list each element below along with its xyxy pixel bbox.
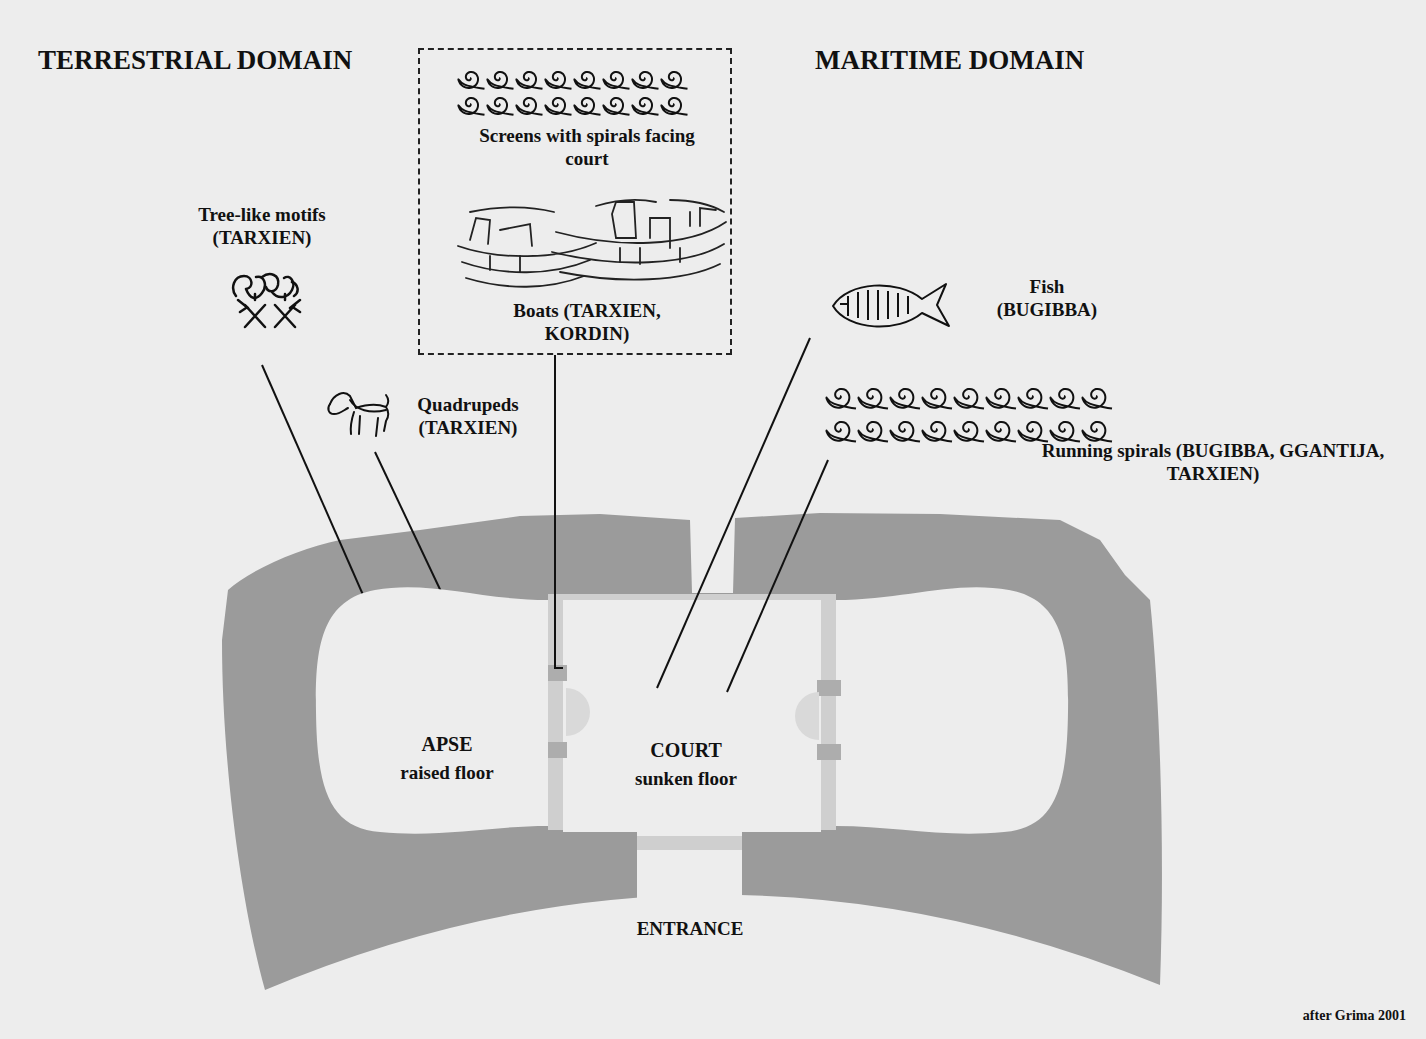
- fish-figure: [833, 284, 949, 327]
- spiral-stroke: [574, 98, 600, 115]
- spiral-stroke: [516, 72, 542, 89]
- motif-label: Fish (BUGIBBA): [988, 276, 1106, 322]
- node-heading: Screens with spirals facing court: [467, 125, 707, 171]
- threshold: [637, 836, 742, 850]
- spiral-stroke: [826, 422, 856, 442]
- spiral-stroke: [1050, 389, 1080, 409]
- tree-motif: [233, 274, 300, 327]
- spiral-stroke: [922, 389, 952, 409]
- spiral-stroke: [574, 72, 600, 89]
- court-floor: [563, 600, 821, 832]
- spiral-stroke: [1082, 389, 1112, 409]
- motif-label: Running spirals (BUGIBBA, GGANTIJA, TARX…: [1018, 440, 1408, 486]
- spiral-stroke: [603, 98, 629, 115]
- spiral-stroke: [487, 72, 513, 89]
- dashed-panel: Screens with spirals facing courtBoats (…: [418, 48, 732, 355]
- domain-heading: TERRESTRIAL DOMAIN: [38, 44, 352, 76]
- node-text: sunken floor: [586, 768, 786, 791]
- screen-block: [817, 680, 841, 696]
- apse-outline: [316, 580, 548, 838]
- right-apse: [836, 587, 1068, 833]
- spiral-stroke: [545, 72, 571, 89]
- spiral-stroke: [516, 98, 542, 115]
- spiral-stroke: [545, 98, 571, 115]
- spiral-stroke: [603, 72, 629, 89]
- spiral-stroke: [661, 98, 687, 115]
- source-credit: after Grima 2001: [1303, 1008, 1406, 1025]
- spiral-stroke: [632, 72, 658, 89]
- spiral-stroke: [1018, 389, 1048, 409]
- spiral-stroke: [954, 422, 984, 442]
- node-heading: COURT: [586, 738, 786, 762]
- node-heading: APSE: [347, 732, 547, 756]
- spiral-stroke: [632, 98, 658, 115]
- domain-heading: MARITIME DOMAIN: [815, 44, 1084, 76]
- screen-niche: [795, 692, 819, 740]
- spiral-stroke: [858, 422, 888, 442]
- spiral-stroke: [1018, 422, 1048, 442]
- spiral-stroke: [1082, 422, 1112, 442]
- spiral-stroke: [661, 72, 687, 89]
- leader-line: [727, 460, 828, 692]
- temple-walls: [222, 513, 1162, 990]
- leader-line: [555, 355, 563, 668]
- motif-label: ENTRANCE: [590, 918, 790, 941]
- apse-region: APSE raised floor: [316, 580, 548, 838]
- spiral-stroke: [458, 98, 484, 115]
- boat-sketch: [458, 200, 726, 287]
- spiral-stroke: [826, 389, 856, 409]
- spiral-stroke: [487, 98, 513, 115]
- screen-niche: [566, 688, 590, 736]
- apse-floor: [316, 587, 548, 833]
- spiral-stroke: [890, 422, 920, 442]
- node-text: Boats (TARXIEN, KORDIN): [487, 300, 687, 346]
- motif-label: Tree-like motifs (TARXIEN): [177, 204, 347, 250]
- spiral-stroke: [1050, 422, 1080, 442]
- quadruped-figure: [328, 393, 388, 436]
- spiral-stroke: [922, 422, 952, 442]
- spiral-stroke: [890, 389, 920, 409]
- spiral-stroke: [954, 389, 984, 409]
- spiral-stroke: [458, 72, 484, 89]
- spiral-stroke: [986, 389, 1016, 409]
- spiral-band: [458, 72, 687, 115]
- spiral-band: [826, 389, 1112, 442]
- court-region: COURT sunken floor: [563, 600, 821, 830]
- node-text: raised floor: [347, 762, 547, 785]
- leader-line: [657, 338, 810, 688]
- motif-label: Quadrupeds (TARXIEN): [402, 394, 534, 440]
- screen-block: [817, 744, 841, 760]
- spiral-stroke: [858, 389, 888, 409]
- spiral-stroke: [986, 422, 1016, 442]
